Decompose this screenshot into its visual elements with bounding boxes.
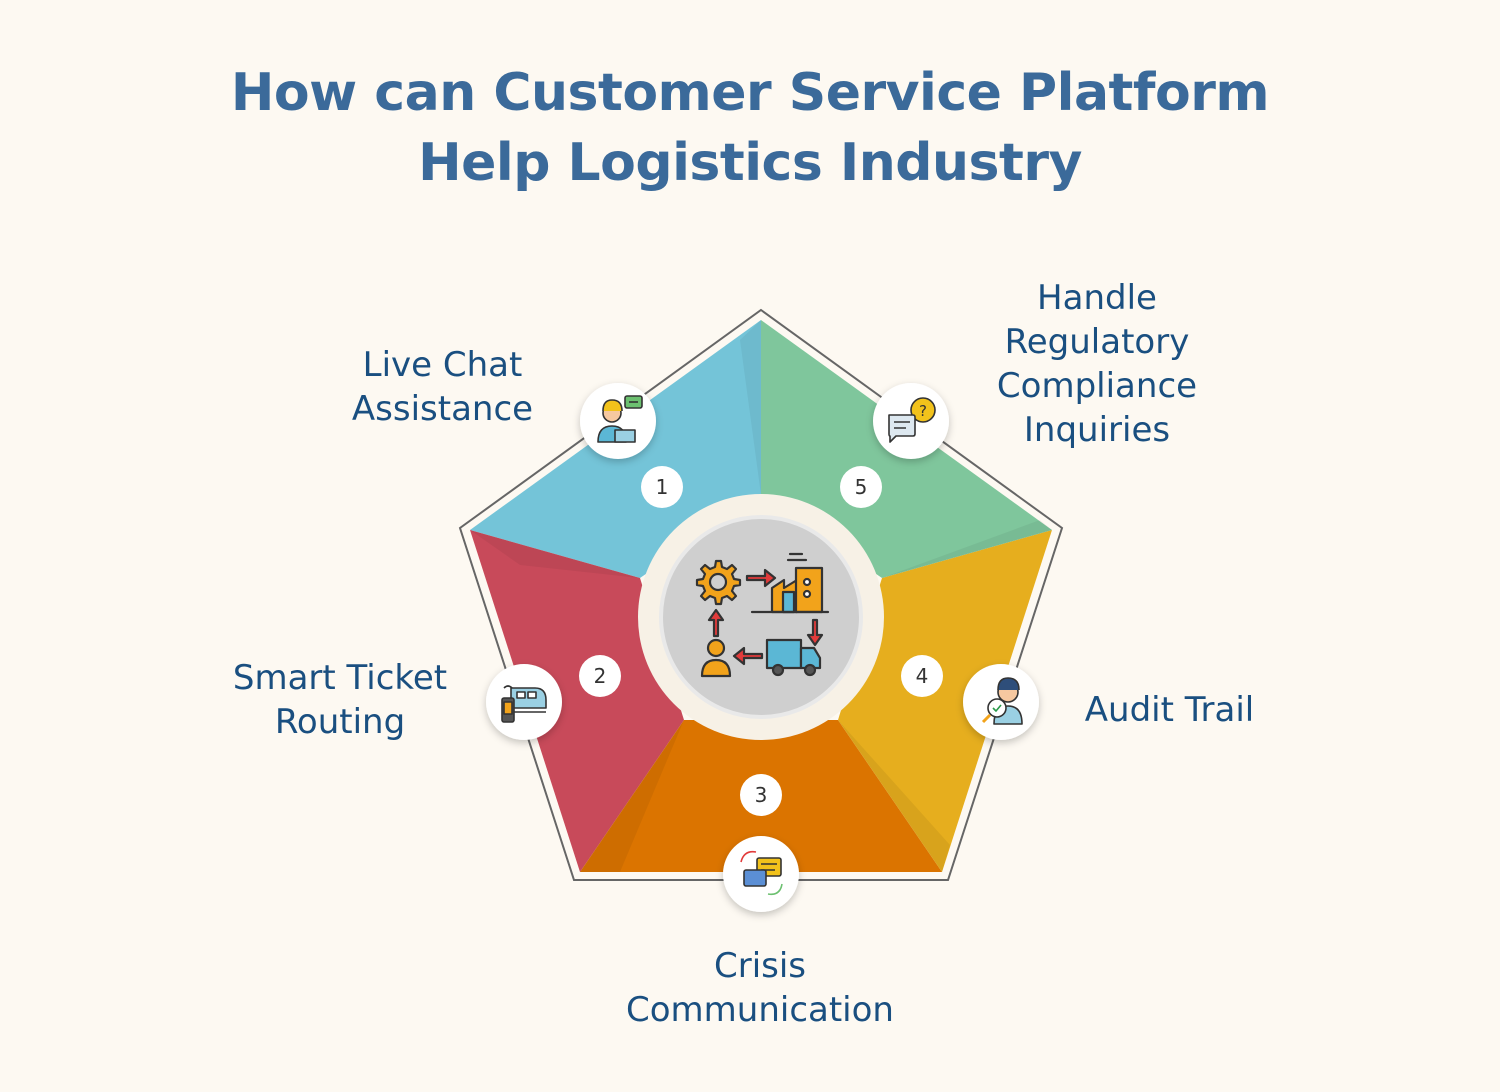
label-crisis-communication: Crisis Communication	[590, 944, 930, 1032]
number-2: 2	[594, 664, 607, 688]
label-smart-ticket-routing: Smart Ticket Routing	[210, 656, 470, 744]
label-3-line-1: Crisis	[713, 946, 807, 986]
question-chat-icon: ?	[888, 397, 936, 443]
number-1: 1	[656, 475, 669, 499]
customer-support-icon	[597, 395, 643, 443]
number-badge-3: 3	[740, 774, 782, 816]
ticket-routing-icon	[501, 685, 547, 723]
number-5: 5	[855, 475, 868, 499]
logistics-process-icon	[695, 552, 830, 678]
icon-badge-5: ?	[873, 383, 949, 459]
icon-badge-1	[580, 383, 656, 459]
label-5-line-3: Compliance	[996, 366, 1198, 406]
label-5-line-1: Handle	[1037, 278, 1157, 318]
label-2-line-2: Routing	[274, 702, 406, 742]
number-badge-4: 4	[901, 655, 943, 697]
number-badge-5: 5	[840, 466, 882, 508]
label-1-line-2: Assistance	[351, 389, 534, 429]
segment-4	[838, 530, 1052, 872]
segment-2	[470, 530, 684, 872]
number-badge-2: 2	[579, 655, 621, 697]
label-3-line-2: Communication	[626, 990, 894, 1030]
icon-badge-3	[723, 836, 799, 912]
label-5-line-4: Inquiries	[1023, 410, 1171, 450]
number-badge-1: 1	[641, 466, 683, 508]
svg-text:?: ?	[919, 402, 927, 420]
title-line-1: How can Customer Service Platform	[230, 63, 1270, 123]
label-1-line-1: Live Chat	[362, 345, 523, 385]
label-4-line-1: Audit Trail	[1084, 690, 1255, 730]
audit-search-icon	[981, 677, 1023, 725]
icon-badge-4	[963, 664, 1039, 740]
center-disc	[659, 515, 863, 719]
label-live-chat-assistance: Live Chat Assistance	[330, 343, 555, 431]
number-3: 3	[755, 783, 768, 807]
label-2-line-1: Smart Ticket	[232, 658, 448, 698]
page-title: How can Customer Service Platform Help L…	[0, 58, 1500, 198]
icon-badge-2	[486, 664, 562, 740]
number-4: 4	[916, 664, 929, 688]
chat-exchange-icon	[740, 850, 783, 896]
label-audit-trail: Audit Trail	[1062, 688, 1277, 732]
label-handle-regulatory-compliance-inquiries: Handle Regulatory Compliance Inquiries	[972, 276, 1222, 452]
title-line-2: Help Logistics Industry	[418, 133, 1082, 193]
label-5-line-2: Regulatory	[1004, 322, 1190, 362]
